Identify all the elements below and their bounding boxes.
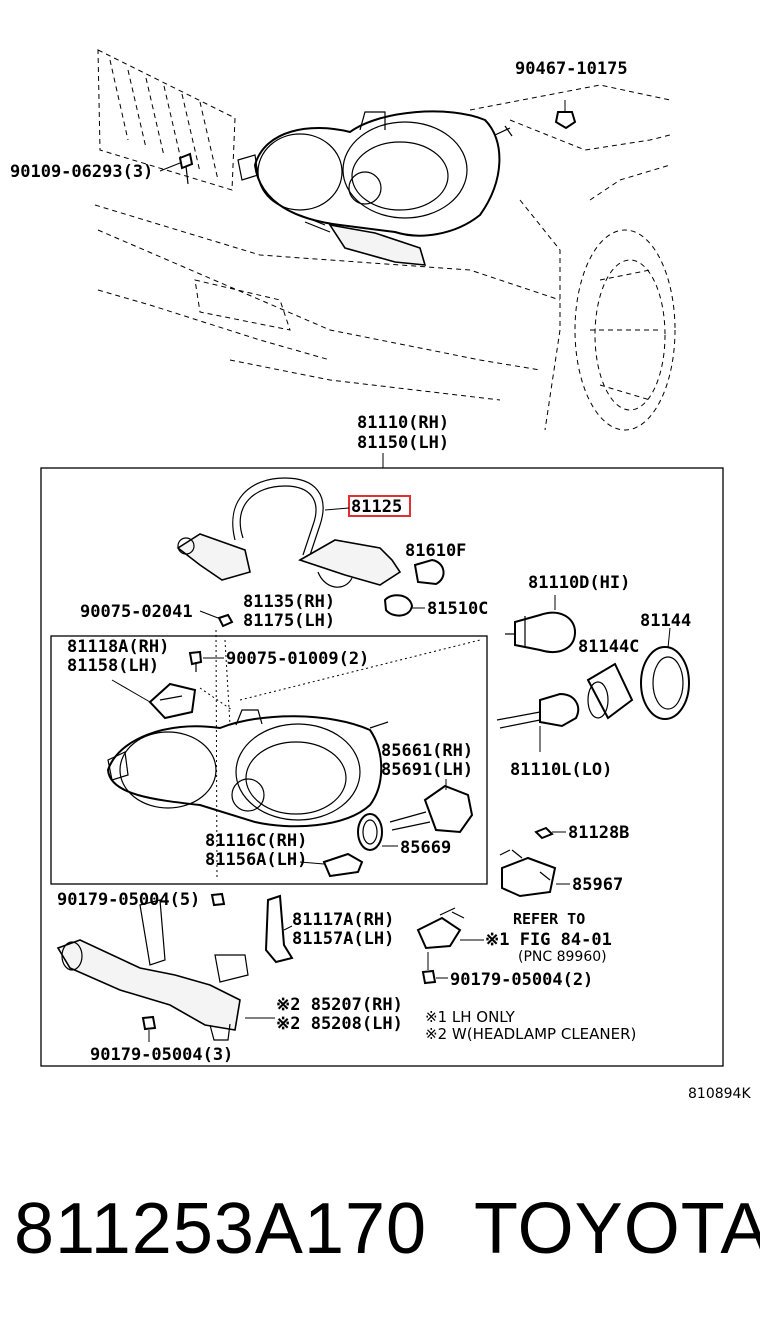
label-85207-rh: ※2 85207(RH) [276, 995, 403, 1015]
label-fig-84-01: ※1 FIG 84-01 [485, 930, 612, 950]
label-90109-06293: 90109-06293(3) [10, 162, 153, 182]
label-81158-lh: 81158(LH) [67, 656, 159, 676]
label-85661-rh: 85661(RH) [381, 741, 473, 761]
label-85669: 85669 [400, 838, 451, 858]
label-90179-05004-3: 90179-05004(3) [90, 1045, 233, 1065]
note-headlamp-cleaner: ※2 W(HEADLAMP CLEANER) [425, 1025, 636, 1043]
label-81110l-lo: 81110L(LO) [510, 760, 612, 780]
label-81156a-lh: 81156A(LH) [205, 850, 307, 870]
label-81144c: 81144C [578, 637, 639, 657]
cover-81144c-icon [586, 662, 634, 720]
footer: 811253A170 TOYOTA [0, 1188, 760, 1278]
nut-90179-c-icon [141, 1015, 157, 1031]
label-81125: 81125 [351, 497, 402, 517]
label-81144: 81144 [640, 611, 691, 631]
vehicle-body-outline [94, 49, 676, 431]
assembly-frame [40, 467, 724, 1067]
module-85967-icon [499, 849, 557, 898]
headlamp-housing-main [106, 629, 481, 881]
part-number: 811253A170 [14, 1189, 428, 1269]
o-ring-85669-icon [357, 813, 383, 851]
label-85691-lh: 85691(LH) [381, 760, 473, 780]
screw-90075-01009-icon [188, 650, 203, 672]
socket-ring-81144-icon [640, 627, 690, 720]
label-pnc-89960: (PNC 89960) [518, 949, 607, 965]
label-90075-01009: 90075-01009(2) [226, 649, 369, 669]
bolt-90109-icon [178, 152, 194, 185]
label-85208-lh: ※2 85208(LH) [276, 1014, 403, 1034]
label-81150-lh: 81150(LH) [357, 433, 449, 453]
label-90075-02041: 90075-02041 [80, 602, 193, 622]
diagram-code: 810894K [688, 1086, 751, 1102]
label-81128b: 81128B [568, 823, 629, 843]
label-81110-rh: 81110(RH) [357, 413, 449, 433]
brand-name: TOYOTA [474, 1189, 760, 1269]
label-81510c: 81510C [427, 599, 488, 619]
screw-90075-02041-icon [217, 613, 234, 628]
label-refer-to: REFER TO [513, 910, 585, 928]
note-lh-only: ※1 LH ONLY [425, 1008, 516, 1026]
nut-90179-b-icon [421, 969, 437, 985]
label-85967: 85967 [572, 875, 623, 895]
label-81110d-hi: 81110D(HI) [528, 573, 630, 593]
wire-harness-81125 [176, 477, 402, 588]
bracket-81117a-icon [264, 894, 294, 964]
bulb-socket-85661-icon [389, 784, 474, 834]
label-81157a-lh: 81157A(LH) [292, 929, 394, 949]
label-81135-rh: 81135(RH) [243, 592, 335, 612]
label-90179-05004-5: 90179-05004(5) [57, 890, 200, 910]
headlamp-assembly-top [237, 110, 513, 266]
label-81610f: 81610F [405, 541, 466, 561]
bulb-81110d-icon [505, 595, 577, 653]
label-81117a-rh: 81117A(RH) [292, 910, 394, 930]
headlamp-cleaner-85207-icon [56, 899, 249, 1041]
label-90179-05004-2: 90179-05004(2) [450, 970, 593, 990]
label-81118a-rh: 81118A(RH) [67, 637, 169, 657]
housing-subframe [50, 635, 488, 885]
bracket-81116c-icon [322, 852, 364, 878]
highlight-box-81125 [348, 495, 411, 517]
bulb-81510c-icon [383, 594, 414, 617]
bolt-90467-icon [554, 100, 577, 130]
nut-90179-a-icon [210, 892, 226, 907]
bracket-81118a-icon [148, 682, 197, 720]
label-90467-10175: 90467-10175 [515, 59, 628, 79]
bulb-81110l-icon [496, 692, 580, 752]
clip-81128b-icon [534, 826, 554, 840]
label-81116c-rh: 81116C(RH) [205, 831, 307, 851]
bulb-81610f-icon [413, 558, 445, 586]
connector-fig-84-01-icon [416, 907, 465, 950]
label-81175-lh: 81175(LH) [243, 611, 335, 631]
